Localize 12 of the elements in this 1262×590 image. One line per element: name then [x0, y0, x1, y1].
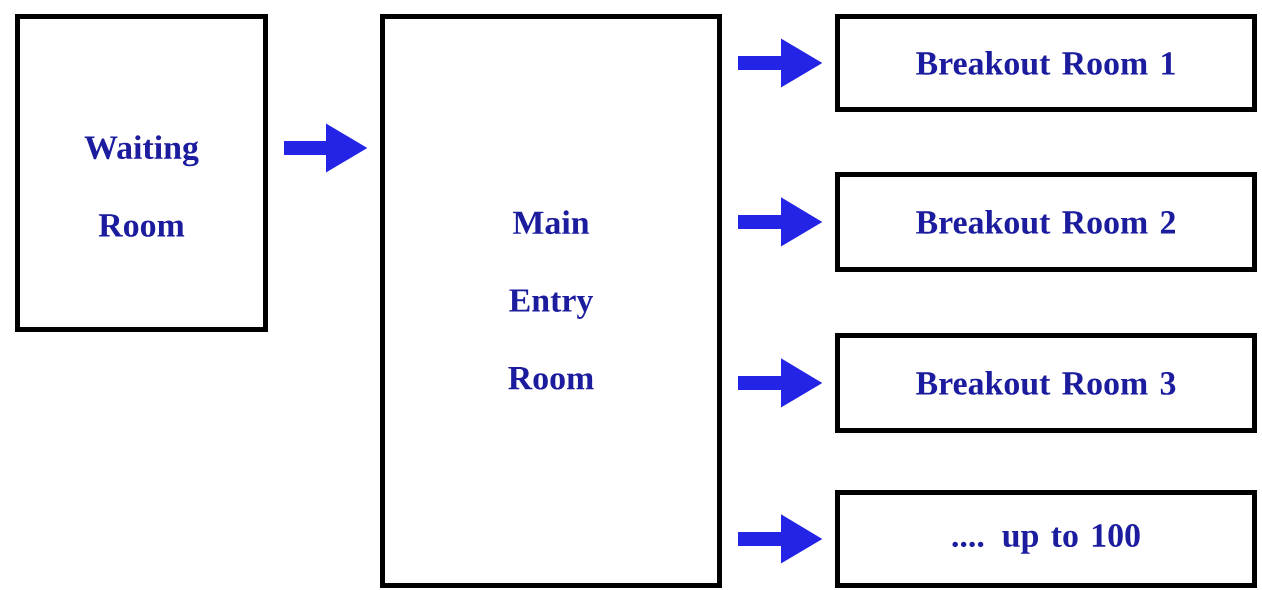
room-box: [835, 490, 1257, 588]
room-name: Breakout Room 1: [916, 51, 1175, 75]
room-box: [380, 14, 722, 588]
room-name: Breakout Room 2: [916, 210, 1175, 234]
room-name: Waiting Room: [84, 135, 199, 237]
room-box: [835, 333, 1257, 433]
room-box: [835, 14, 1257, 112]
room-name: Main Entry Room: [508, 210, 594, 390]
room-box: [15, 14, 268, 332]
room-name: Breakout Room 3: [916, 371, 1176, 395]
room-name: .... up to 100: [952, 524, 1140, 554]
room-box: [835, 172, 1257, 272]
